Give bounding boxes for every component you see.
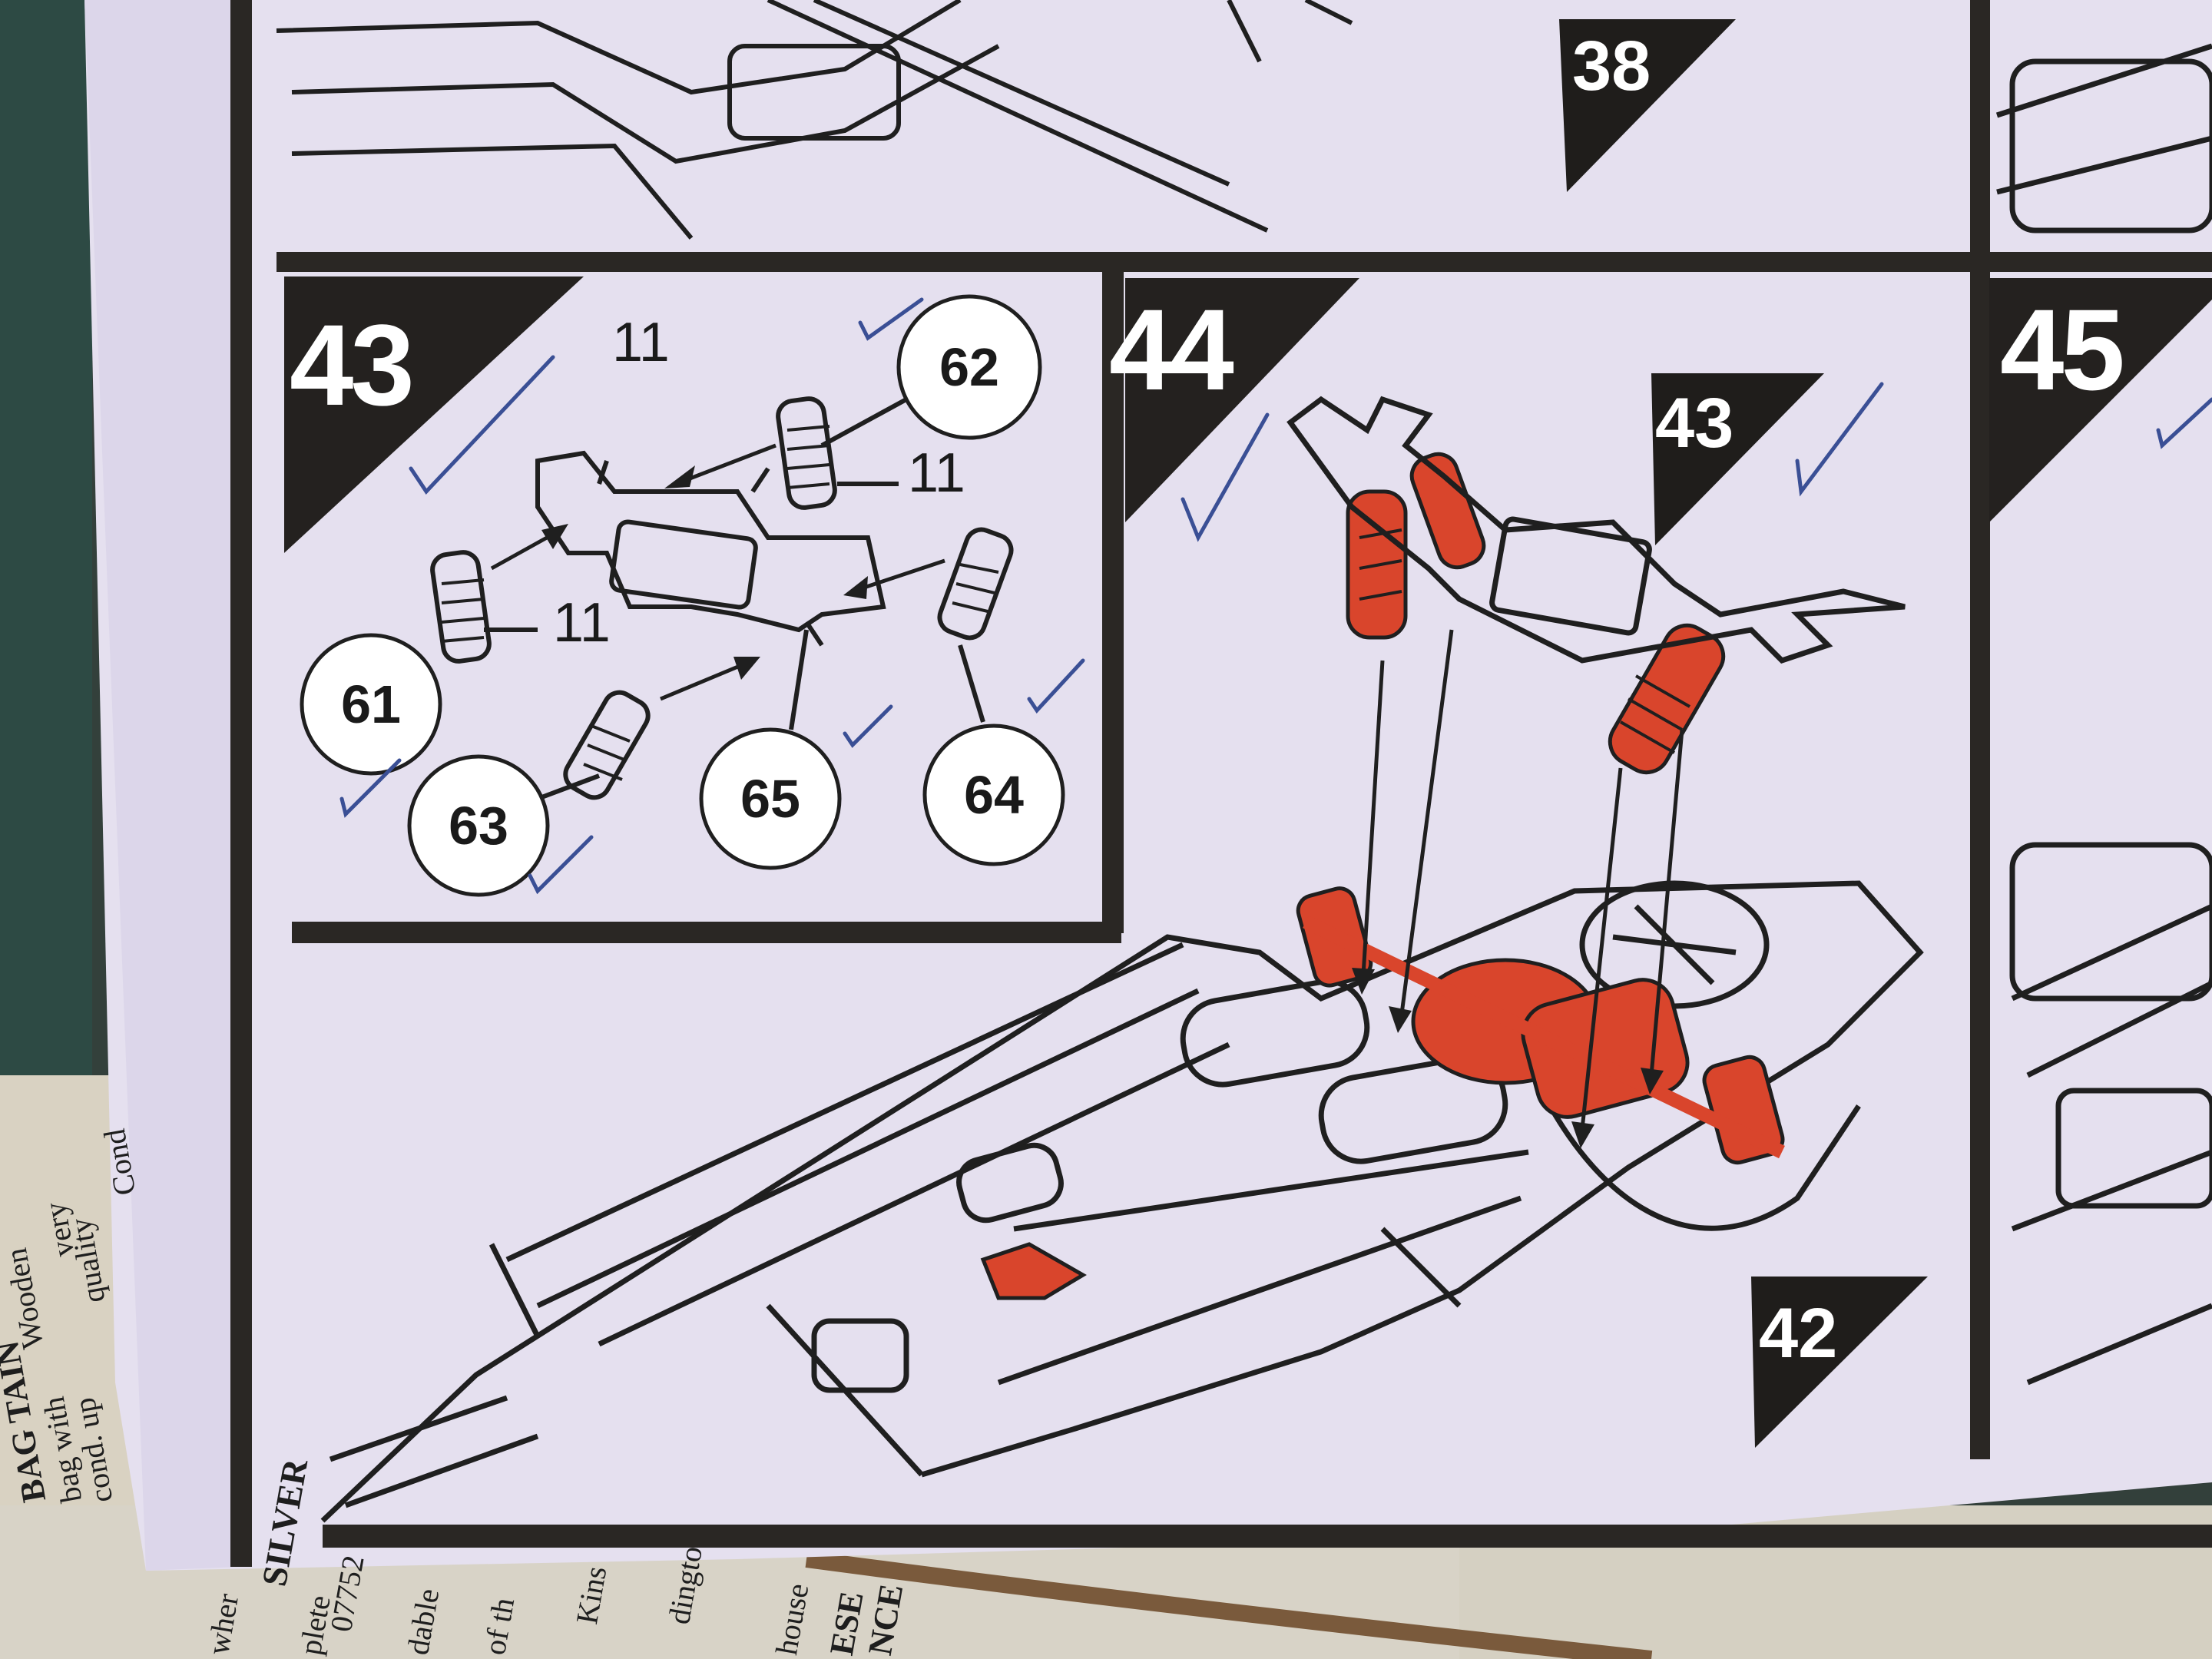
panel-38-drawing (276, 0, 1353, 240)
part-label-11: 11 (908, 442, 965, 504)
callout-circles (300, 294, 1065, 897)
ref-label-38: 38 (1572, 27, 1651, 105)
panel-number-43: 43 (290, 300, 415, 429)
panel-number-44: 44 (1109, 285, 1234, 414)
highlighted-parts (980, 452, 1785, 1300)
red-small-part (980, 1242, 1087, 1300)
ref-label-42: 42 (1759, 1294, 1838, 1373)
instruction-sheet (84, 0, 2212, 1571)
panel-number-45: 45 (2000, 285, 2125, 414)
red-shock-right (1608, 623, 1726, 775)
panel-43-bottom-rule (292, 922, 1121, 943)
panel-43-drawing (383, 396, 1014, 801)
callout-62: 62 (939, 337, 999, 397)
panel-43-header-triangle (284, 276, 584, 553)
panel-44-upper-frame (1286, 396, 1906, 664)
callout-65: 65 (740, 769, 800, 829)
handwritten-checks (339, 297, 2212, 895)
frame-row-divider (276, 252, 2212, 272)
panel-44-header-triangle (1125, 278, 1359, 522)
panel-45-header-triangle (1989, 278, 2212, 522)
part-label-11: 11 (612, 312, 670, 373)
part-label-11: 11 (553, 592, 611, 654)
callout-61: 61 (341, 674, 401, 734)
callout-64: 64 (964, 765, 1024, 825)
ref-triangle-42 (1751, 1277, 1928, 1448)
callout-63: 63 (449, 796, 508, 856)
ref-triangle-43 (1651, 373, 1824, 545)
frame-left-rule (230, 0, 252, 1567)
ref-triangle-38 (1559, 19, 1736, 192)
frame-col-divider (1970, 0, 1990, 1459)
ref-label-43: 43 (1655, 384, 1734, 462)
